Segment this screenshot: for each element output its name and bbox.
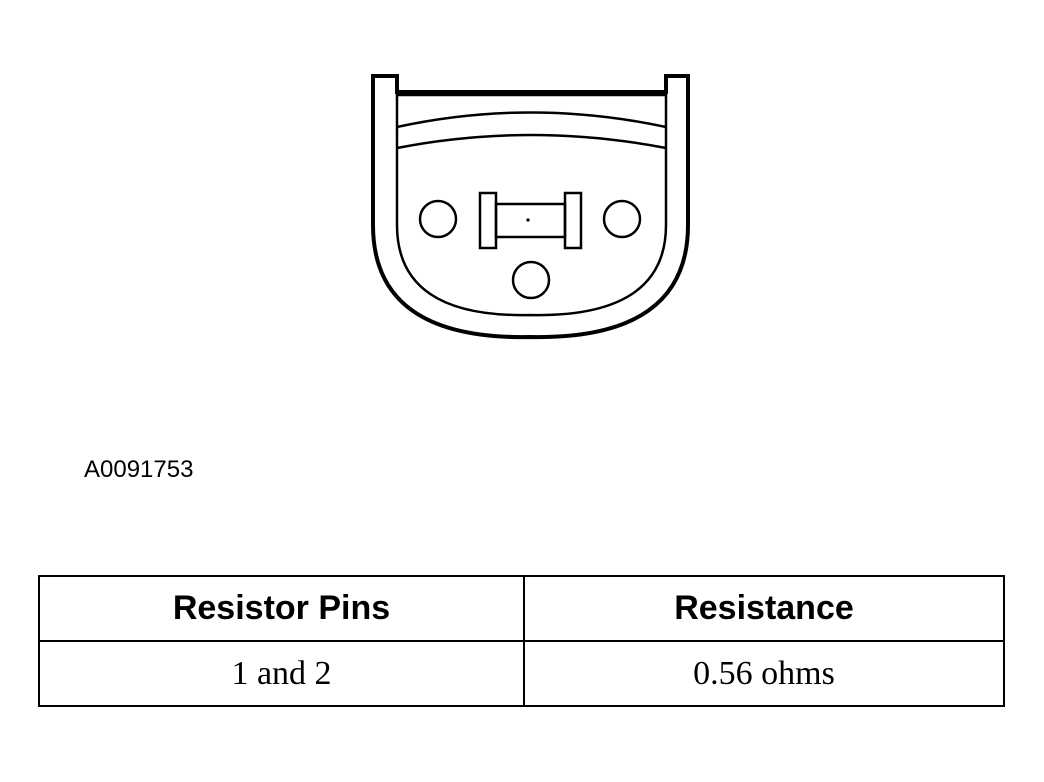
pin-terminal-bottom [511,260,551,300]
cell-resistor-pins: 1 and 2 [38,640,525,707]
header-resistor-pins: Resistor Pins [38,575,525,642]
pin-terminal-left [418,199,458,239]
header-resistance: Resistance [523,575,1005,642]
resistor-connector-diagram [371,74,690,340]
resistor-center-dot [526,218,530,222]
lock-band-bottom [396,133,667,150]
lock-band-top [396,111,667,129]
connector-housing-inner [395,93,668,317]
resistor-end-right [563,191,583,250]
cell-resistance: 0.56 ohms [523,640,1005,707]
resistor-end-left [478,191,498,250]
figure-id-label: A0091753 [84,456,194,483]
resistor-body [494,202,567,239]
resistance-spec-table: Resistor Pins Resistance 1 and 2 0.56 oh… [38,575,1005,707]
pin-terminal-right [602,199,642,239]
table-header-row: Resistor Pins Resistance [38,575,1005,642]
table-row: 1 and 2 0.56 ohms [38,640,1005,707]
connector-housing-outer [371,74,690,340]
